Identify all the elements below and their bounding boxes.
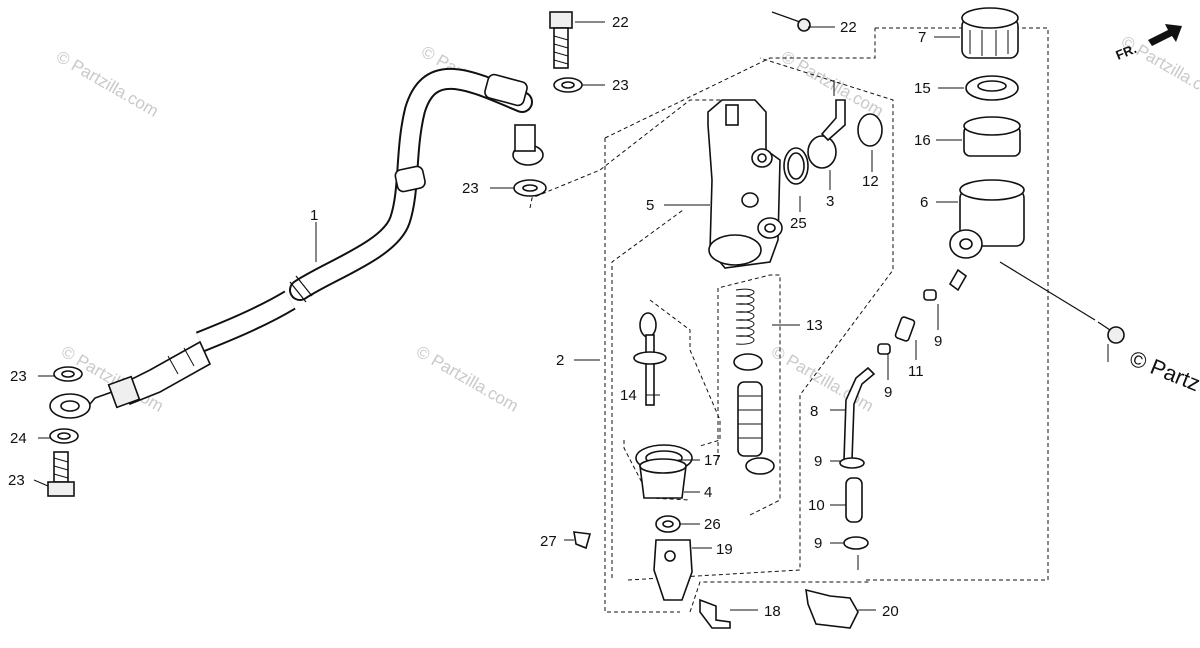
callout-13: 13 xyxy=(806,317,823,334)
callout-23: 23 xyxy=(10,368,27,385)
callout-21: 22 xyxy=(840,19,857,36)
callout-24: 25 xyxy=(790,215,807,232)
watermark-text: © Partzilla.com xyxy=(413,342,522,416)
hose-11 xyxy=(894,316,916,342)
callout-7: 7 xyxy=(918,29,926,46)
callout-22: 23 xyxy=(8,472,25,489)
callout-16: 16 xyxy=(914,132,931,149)
callout-4: 4 xyxy=(704,484,712,501)
callout-22: 22 xyxy=(612,14,629,31)
joint-pin-18 xyxy=(699,598,731,629)
callout-8: 8 xyxy=(810,403,818,420)
bolt-22-head xyxy=(47,481,75,497)
callout-2: 2 xyxy=(556,352,564,369)
piston xyxy=(737,381,763,457)
clip-9-c xyxy=(839,457,865,469)
master-cylinder-body xyxy=(707,99,783,269)
callout-26: 27 xyxy=(540,533,557,550)
callout-labels: 22 23 23 1 23 24 23 22 7 15 16 6 5 25 3 … xyxy=(8,14,942,620)
spring-piston-group xyxy=(733,288,775,475)
push-rod-group xyxy=(573,312,859,629)
callout-9: 9 xyxy=(934,333,942,350)
leader-lines xyxy=(33,21,1109,611)
callout-20: 20 xyxy=(882,603,899,620)
front-label: FR. xyxy=(1114,41,1139,63)
spring-seat xyxy=(733,353,763,371)
bolt-head-22 xyxy=(549,11,573,29)
assembly-outlines xyxy=(529,27,1049,613)
callout-9: 9 xyxy=(814,535,822,552)
front-arrow-icon xyxy=(1148,24,1182,46)
callout-23: 24 xyxy=(10,430,27,447)
callout-9: 9 xyxy=(814,453,822,470)
callout-12: 12 xyxy=(862,173,879,190)
callout-6: 6 xyxy=(920,194,928,211)
clip-9-b xyxy=(877,343,891,355)
brake-rod-20 xyxy=(805,588,859,629)
cotter-pin-26 xyxy=(573,531,592,550)
callout-25: 26 xyxy=(704,516,721,533)
clip-12 xyxy=(857,113,883,147)
brake-hose xyxy=(49,67,533,419)
reservoir-hose-group xyxy=(839,289,937,570)
callout-23: 23 xyxy=(462,180,479,197)
push-rod-14-shaft xyxy=(645,334,655,406)
clip-9-a xyxy=(923,289,937,301)
inlet-joint-group xyxy=(783,80,883,185)
top-banjo-parts xyxy=(512,11,583,197)
watermark-text: © Partzilla.com xyxy=(53,47,162,121)
callout-18: 18 xyxy=(764,603,781,620)
callout-15: 15 xyxy=(914,80,931,97)
callout-9: 9 xyxy=(884,384,892,401)
clevis-19 xyxy=(653,539,693,601)
callout-5: 5 xyxy=(646,197,654,214)
front-direction-indicator: FR. xyxy=(1114,24,1182,63)
callout-11: 11 xyxy=(908,363,924,380)
clip-9-d xyxy=(843,536,869,550)
screw-21 xyxy=(771,11,811,32)
corner-watermark-text: © Partz xyxy=(1126,345,1200,396)
inlet-joint-3 xyxy=(807,135,837,169)
callout-23: 23 xyxy=(612,77,629,94)
callout-1: 1 xyxy=(310,207,318,224)
bolt-27 xyxy=(999,261,1125,344)
hose-10 xyxy=(845,477,863,523)
callout-10: 10 xyxy=(808,497,825,514)
lower-banjo-parts xyxy=(47,366,83,497)
hose-joint-8 xyxy=(843,366,876,461)
reservoir-group xyxy=(948,7,1025,292)
cup xyxy=(745,457,775,475)
callout-19: 19 xyxy=(716,541,733,558)
callout-3: 3 xyxy=(826,193,834,210)
callout-17: 17 xyxy=(704,452,721,469)
callout-14: 14 xyxy=(620,387,637,404)
push-rod-14-head xyxy=(639,312,657,338)
